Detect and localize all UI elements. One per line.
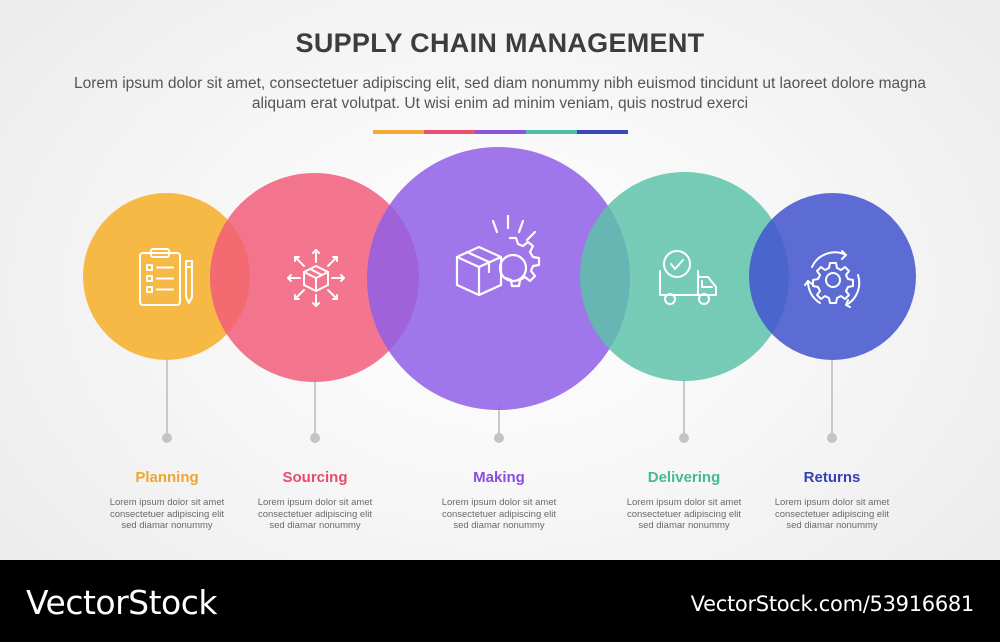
box-gear-icon (455, 215, 541, 297)
clipboard-checklist-icon (139, 248, 193, 306)
step-desc-line: consectetuer adipiscing elit (257, 508, 373, 520)
watermark-footer (0, 560, 1000, 642)
box-network-icon (287, 249, 345, 307)
stem-line-returns (831, 360, 833, 436)
stem-dot-planning (162, 433, 172, 443)
step-title-delivering: Delivering (647, 469, 721, 486)
color-bar-segment-making (475, 130, 526, 134)
step-desc-line: Lorem ipsum dolor sit amet (109, 497, 225, 508)
stem-line-sourcing (314, 380, 316, 436)
step-desc-line: sed diamar nonummy (269, 520, 361, 531)
color-bar-segment-planning (373, 130, 424, 134)
step-desc-returns: Lorem ipsum dolor sit amet consectetuer … (752, 497, 912, 532)
step-desc-line: sed diamar nonummy (121, 520, 213, 531)
step-title-sourcing: Sourcing (282, 469, 348, 486)
step-desc-delivering: Lorem ipsum dolor sit amet consectetuer … (604, 497, 764, 532)
step-desc-line: Lorem ipsum dolor sit amet (626, 497, 742, 508)
step-desc-line: consectetuer adipiscing elit (774, 508, 890, 520)
color-bar (373, 130, 628, 134)
step-desc-sourcing: Lorem ipsum dolor sit amet consectetuer … (235, 497, 395, 532)
stem-line-making (498, 405, 500, 436)
stem-dot-making (494, 433, 504, 443)
page-subtitle: Lorem ipsum dolor sit amet, consectetuer… (73, 75, 927, 112)
step-title-planning: Planning (135, 469, 199, 486)
stem-dot-sourcing (310, 433, 320, 443)
step-desc-line: Lorem ipsum dolor sit amet (441, 497, 557, 508)
stem-line-delivering (683, 380, 685, 436)
step-desc-making: Lorem ipsum dolor sit amet consectetuer … (419, 497, 579, 532)
step-desc-line: Lorem ipsum dolor sit amet (774, 497, 890, 508)
step-desc-line: consectetuer adipiscing elit (441, 508, 557, 520)
step-desc-line: consectetuer adipiscing elit (109, 508, 225, 520)
image-id: VectorStock.com/53916681 (690, 592, 975, 616)
brand-logo: VectorStock (26, 583, 218, 622)
gear-cycle-icon (804, 250, 861, 308)
stem-dot-returns (827, 433, 837, 443)
page-title: SUPPLY CHAIN MANAGEMENT (295, 28, 705, 58)
step-title-making: Making (473, 469, 525, 486)
delivery-truck-check-icon (659, 250, 717, 305)
step-desc-line: consectetuer adipiscing elit (626, 508, 742, 520)
color-bar-segment-returns (577, 130, 628, 134)
circle-returns (749, 193, 916, 360)
step-title-returns: Returns (803, 469, 861, 486)
stem-dot-delivering (679, 433, 689, 443)
color-bar-segment-sourcing (424, 130, 475, 134)
color-bar-segment-delivering (526, 130, 577, 134)
step-desc-line: Lorem ipsum dolor sit amet (257, 497, 373, 508)
infographic: SUPPLY CHAIN MANAGEMENT Lorem ipsum dolo… (73, 28, 927, 532)
step-desc-planning: Lorem ipsum dolor sit amet consectetuer … (87, 497, 247, 532)
step-desc-line: sed diamar nonummy (453, 520, 545, 531)
step-desc-line: sed diamar nonummy (786, 520, 878, 531)
stem-line-planning (166, 360, 168, 436)
step-desc-line: sed diamar nonummy (638, 520, 730, 531)
